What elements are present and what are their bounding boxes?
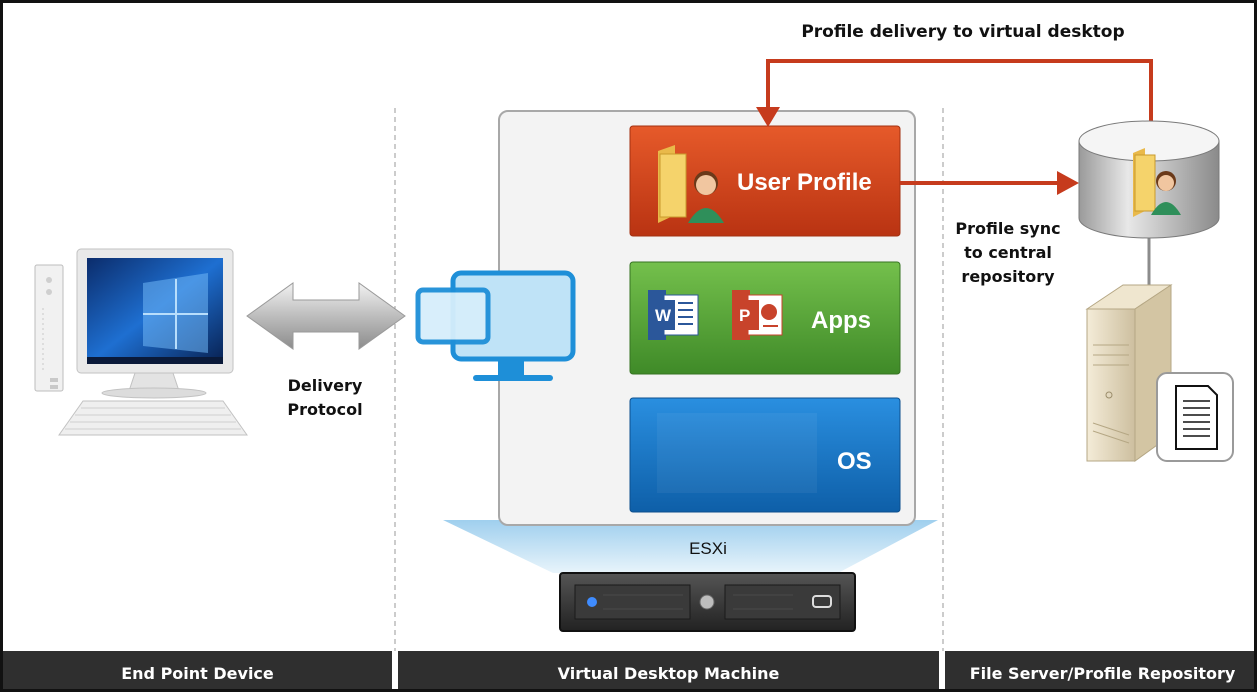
delivery-protocol-label: Delivery Protocol — [265, 374, 385, 422]
profile-delivery-arrow — [766, 59, 1153, 133]
footer-endpoint-device: End Point Device — [3, 651, 392, 689]
profile-sync-arrowhead — [1057, 171, 1079, 195]
document-icon — [1156, 372, 1234, 462]
footer-file-server: File Server/Profile Repository — [945, 651, 1254, 689]
profile-sync-label: Profile sync to central repository — [948, 217, 1068, 289]
diagram-canvas — [34, 59, 1234, 651]
user-profile-label: User Profile — [737, 169, 872, 196]
esxi-beam — [443, 520, 938, 573]
profile-sync-line-2: to central — [964, 243, 1052, 262]
profile-delivery-label: Profile delivery to virtual desktop — [801, 22, 1125, 42]
esxi-label: ESXi — [689, 539, 727, 558]
os-box — [629, 397, 901, 513]
footer-virtual-desktop-machine: Virtual Desktop Machine — [398, 651, 939, 689]
word-icon — [648, 290, 699, 340]
word-letter: W — [655, 306, 672, 325]
profile-delivery-arrowhead — [756, 107, 780, 127]
powerpoint-icon — [732, 290, 783, 340]
esxi-server-icon — [559, 572, 856, 632]
profile-sync-line-1: Profile sync — [955, 219, 1061, 238]
powerpoint-letter: P — [739, 306, 751, 325]
delivery-arrow — [246, 282, 406, 350]
endpoint-pc-icon — [34, 248, 248, 436]
profile-repository-icon — [1078, 120, 1220, 295]
profile-folder-icon — [658, 145, 724, 223]
apps-label: Apps — [811, 307, 871, 334]
delivery-line-2: Protocol — [287, 400, 363, 419]
delivery-line-1: Delivery — [287, 376, 363, 395]
virtual-desktop-icon — [415, 270, 576, 381]
os-label: OS — [837, 448, 872, 475]
profile-sync-line-3: repository — [961, 267, 1055, 286]
